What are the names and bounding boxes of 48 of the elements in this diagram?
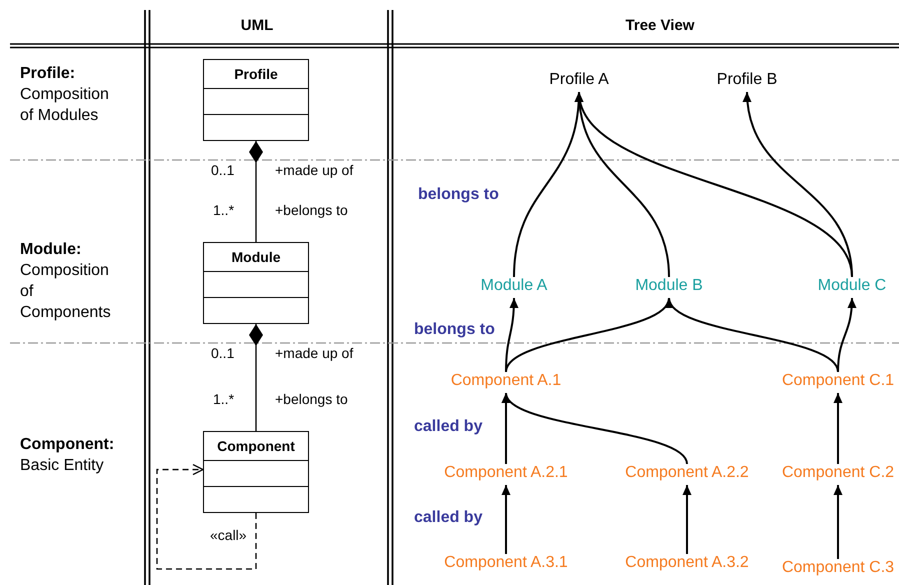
uml-role-label: 1..*: [213, 202, 234, 219]
relation-label: belongs to: [418, 186, 499, 203]
arrow: [505, 298, 518, 372]
arrow: [837, 298, 856, 372]
uml-role-label: +made up of: [275, 345, 354, 362]
tree-node-label: Module B: [635, 276, 703, 295]
tree-node-label: Profile B: [716, 70, 778, 89]
uml-role-label: +made up of: [275, 162, 354, 179]
tree-node-label: Component A.2.1: [444, 463, 568, 482]
tree-node-label: Component A.2.2: [625, 463, 749, 482]
composition-line: [249, 324, 263, 431]
tree-node-label: Component A.1: [450, 371, 562, 390]
row-description: Component: Basic Entity: [20, 435, 116, 476]
arrow: [502, 485, 510, 554]
uml-role-label: +belongs to: [275, 202, 348, 219]
arrow: [834, 485, 842, 559]
uml-role-label: 0..1: [211, 345, 234, 362]
relation-label: belongs to: [414, 321, 495, 338]
class-name: Component: [216, 437, 296, 456]
class-name: Module: [230, 248, 282, 267]
tree-node-label: Component C.3: [782, 558, 894, 577]
tree-node-label: Module C: [818, 276, 886, 295]
tree-node-label: Component A.3.2: [625, 553, 749, 572]
tree-node-label: Component C.2: [782, 463, 894, 482]
tree-node-label: Module A: [480, 276, 548, 295]
arrow: [834, 393, 842, 464]
uml-role-label: 0..1: [211, 162, 234, 179]
arrow: [743, 92, 853, 278]
dependency-arrow: [156, 464, 257, 570]
uml-role-label: 1..*: [213, 391, 234, 408]
column-header: Tree View: [626, 17, 694, 34]
class-name: Profile: [233, 65, 279, 84]
arrow: [682, 485, 692, 554]
edge-label: «call»: [210, 527, 247, 543]
column-header: UML: [240, 17, 274, 34]
uml-role-label: +belongs to: [275, 391, 348, 408]
class-box: [203, 431, 309, 513]
relation-label: called by: [414, 509, 482, 526]
arrow: [505, 298, 670, 372]
tree-node-label: Component C.1: [782, 371, 894, 390]
row-description: Profile: Composition of Modules: [20, 64, 110, 126]
tree-node-label: Component A.3.1: [444, 553, 568, 572]
row-description: Module: Composition of Components: [20, 240, 112, 323]
tree-node-label: Profile A: [549, 70, 609, 89]
composition-line: [249, 141, 263, 242]
relation-label: called by: [414, 418, 482, 435]
class-box: [203, 59, 309, 141]
class-box: [203, 242, 309, 324]
